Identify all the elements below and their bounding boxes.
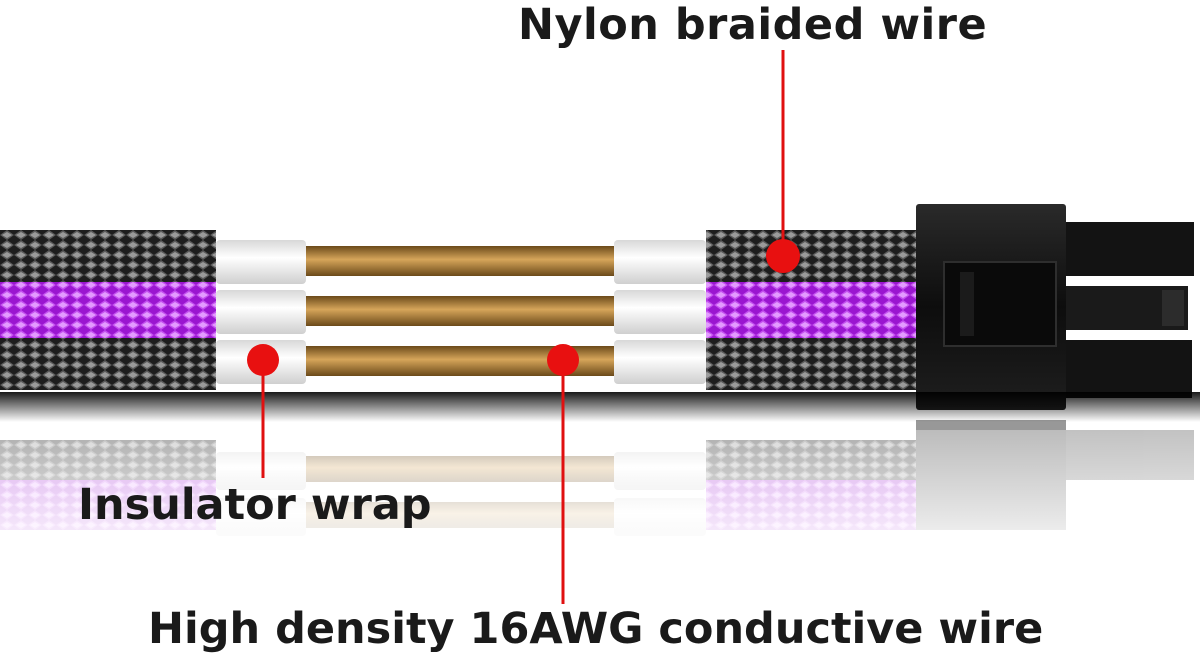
conductive-wire-label: High density 16AWG conductive wire	[148, 604, 1044, 654]
nylon-braided-wire-label: Nylon braided wire	[518, 0, 988, 50]
callout-dot-insulator	[247, 344, 279, 376]
connector	[916, 204, 1194, 410]
braided-sleeve-left	[0, 230, 216, 390]
reflection-fade	[0, 430, 1200, 570]
callout-conductive	[547, 344, 579, 604]
insulator-right	[614, 240, 706, 384]
callout-dot-conductive	[547, 344, 579, 376]
braided-sleeve-right	[706, 230, 920, 390]
floor-shadow	[0, 392, 1200, 422]
insulator-wrap-label: Insulator wrap	[78, 480, 432, 530]
callout-insulator	[247, 344, 279, 478]
callout-nylon	[766, 50, 800, 273]
insulator-left	[216, 240, 306, 384]
cable-main	[0, 204, 1200, 422]
callout-dot-nylon	[766, 239, 800, 273]
